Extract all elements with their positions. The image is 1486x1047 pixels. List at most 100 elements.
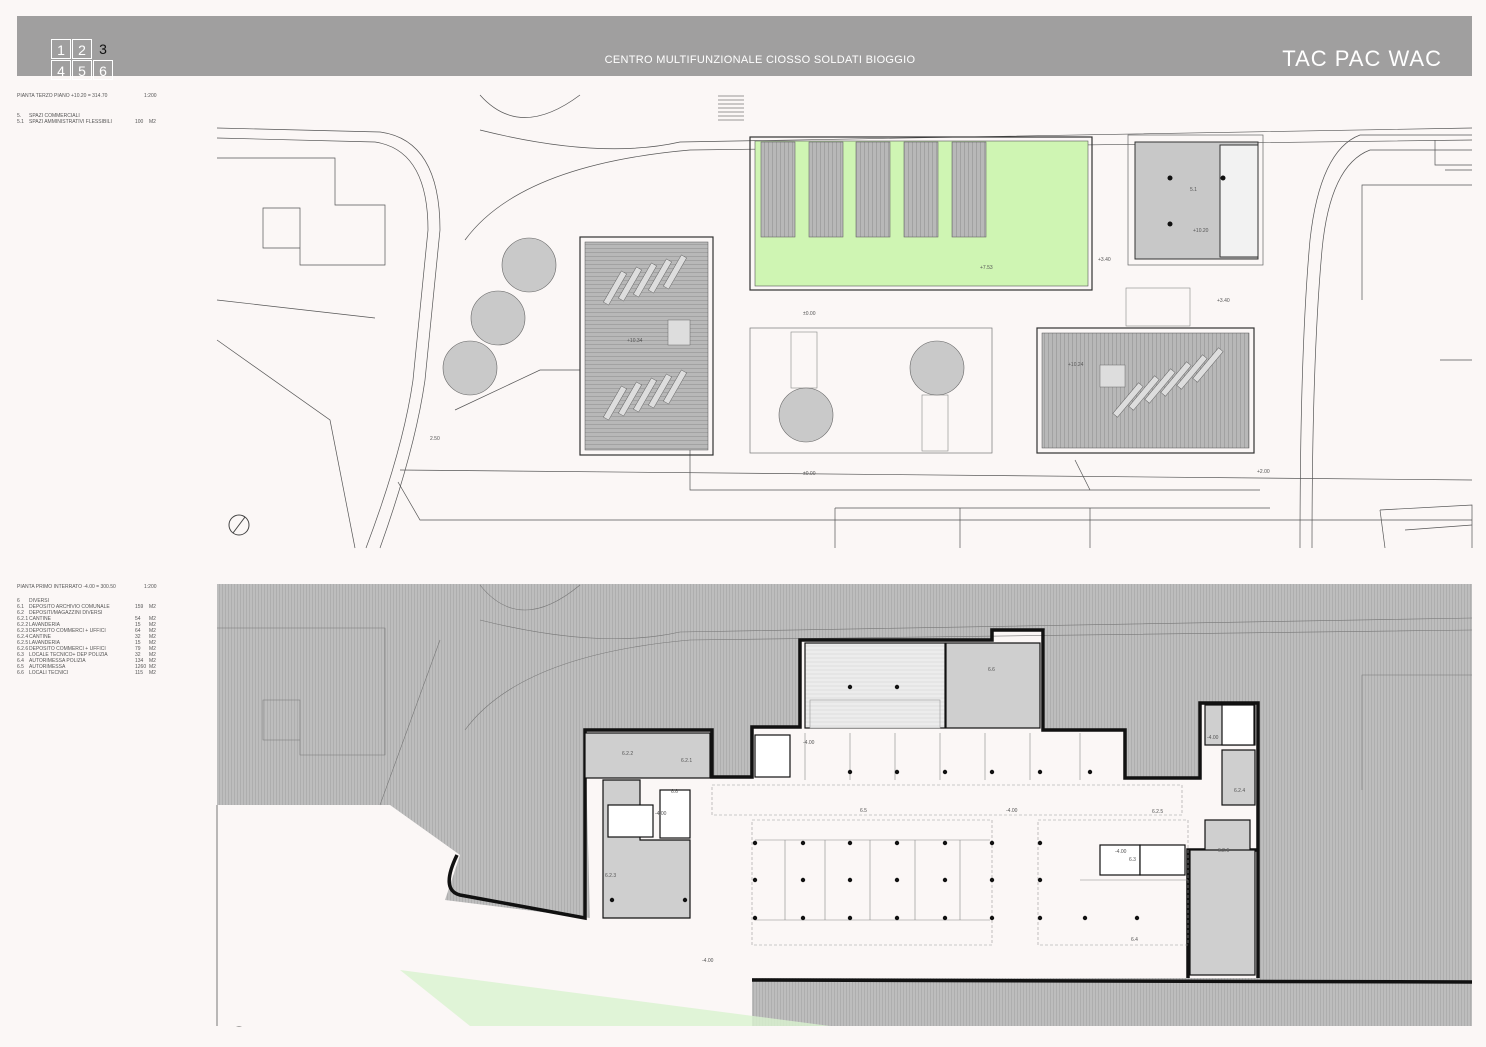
level-label: -4.00 [1115, 849, 1127, 855]
legend-code: 6.2.5 [17, 640, 29, 646]
sheet-index-grid: 1 2 3 4 5 6 [51, 39, 115, 83]
room-label: 6.3 [1129, 857, 1136, 863]
legend-label: LOCALI TECNICI [29, 670, 69, 676]
legend-area: 15 [135, 622, 141, 628]
legend-unit: M2 [149, 634, 156, 640]
legend-area: 32 [135, 634, 141, 640]
legend-unit: M2 [149, 658, 156, 664]
legend-unit: M2 [149, 646, 156, 652]
legend-area: 15 [135, 640, 141, 646]
level-label: +3.40 [1098, 257, 1111, 263]
legend-label: DEPOSITO COMMERCI + UFFICI [29, 646, 106, 652]
skylights [760, 141, 987, 238]
legend-code: 5.1 [17, 119, 24, 125]
level-label: +10.24 [1068, 362, 1084, 368]
legend-area: 115 [135, 670, 143, 676]
top-plan-title: PIANTA TERZO PIANO +10.20 = 314.70 [17, 93, 108, 99]
legend-area: 54 [135, 616, 141, 622]
legend-unit: M2 [149, 119, 156, 125]
legend-code: 6.4 [17, 658, 24, 664]
legend-code: 6.2.6 [17, 646, 29, 652]
sheet-number[interactable]: 6 [93, 60, 113, 80]
sheet-number[interactable]: 4 [51, 60, 71, 80]
room-label: 6.2.3 [605, 873, 617, 879]
brand-name: TAC PAC WAC [1282, 46, 1442, 71]
legend-unit: M2 [149, 670, 156, 676]
legend-code: 6.2.4 [17, 634, 29, 640]
legend-code: 6 [17, 598, 20, 604]
sheet-number[interactable]: 2 [72, 39, 92, 59]
stair-cores [607, 704, 1255, 876]
legend-unit: M2 [149, 604, 156, 610]
legend-area: 100 [135, 119, 144, 125]
legend-unit: M2 [149, 616, 156, 622]
legend-unit: M2 [149, 652, 156, 658]
excavation-area [217, 630, 1258, 1026]
sheet-number[interactable]: 5 [72, 60, 92, 80]
bottom-plan-scale: 1:200 [144, 584, 157, 590]
right-building-outline [1036, 327, 1255, 454]
legend-code: 6.3 [17, 652, 24, 658]
left-roof-panels [603, 254, 691, 421]
level-label: +10.20 [1193, 228, 1209, 234]
left-building-outline [579, 236, 714, 456]
legend-code: 6.5 [17, 664, 24, 670]
legend-unit: M2 [149, 640, 156, 646]
legend-code: 6.2 [17, 610, 24, 616]
level-label: +7.53 [980, 265, 993, 271]
legend-code: 6.1 [17, 604, 24, 610]
top-site-plan [216, 94, 1473, 549]
room-label: 6.6 [988, 667, 995, 673]
legend-code: 6.2.2 [17, 622, 29, 628]
legend-label: DEPOSITO ARCHIVIO COMUNALE [29, 604, 110, 610]
level-label: 2.50 [430, 436, 440, 442]
legend-code: 6.2.1 [17, 616, 29, 622]
right-roof-panels [1099, 347, 1224, 418]
courtyard [749, 327, 993, 454]
top-plan-scale: 1:200 [144, 93, 157, 99]
level-label: -4.00 [1207, 735, 1219, 741]
legend-label: AUTORIMESSA [29, 664, 66, 670]
legend-area: 64 [135, 628, 141, 634]
legend-label: DEPOSITO COMMERCI + UFFICI [29, 628, 106, 634]
room-label: 6.5 [860, 808, 867, 814]
sheet-number[interactable]: 1 [51, 39, 71, 59]
legend-code: 6.2.3 [17, 628, 29, 634]
legend-row: 5.SPAZI COMMERCIALI [17, 113, 157, 119]
legend-area: 79 [135, 646, 141, 652]
legend-unit: M2 [149, 628, 156, 634]
columns [609, 684, 1140, 921]
level-label: +2.00 [1257, 469, 1270, 475]
legend-label: LAVANDERIA [29, 622, 60, 628]
level-label: ±0.00 [803, 311, 816, 317]
room-label: 6.2.5 [1152, 809, 1164, 815]
level-label: -4.00 [655, 811, 667, 817]
room-label: 6.6 [671, 789, 678, 795]
level-label: ±0.00 [803, 471, 816, 477]
level-label: +3.40 [1217, 298, 1230, 304]
room-label: 6.2.1 [681, 758, 693, 764]
project-title: CENTRO MULTIFUNZIONALE CIOSSO SOLDATI BI… [604, 54, 916, 66]
sheet-number-active[interactable]: 3 [99, 41, 107, 57]
legend-unit: M2 [149, 664, 156, 670]
parking-stalls [755, 733, 1188, 921]
level-label: -4.00 [1006, 808, 1018, 814]
legend-area: 1260 [135, 664, 147, 670]
trees [442, 237, 965, 443]
legend-label: DEPOSITI/MAGAZZINI DIVERSI [29, 610, 103, 616]
